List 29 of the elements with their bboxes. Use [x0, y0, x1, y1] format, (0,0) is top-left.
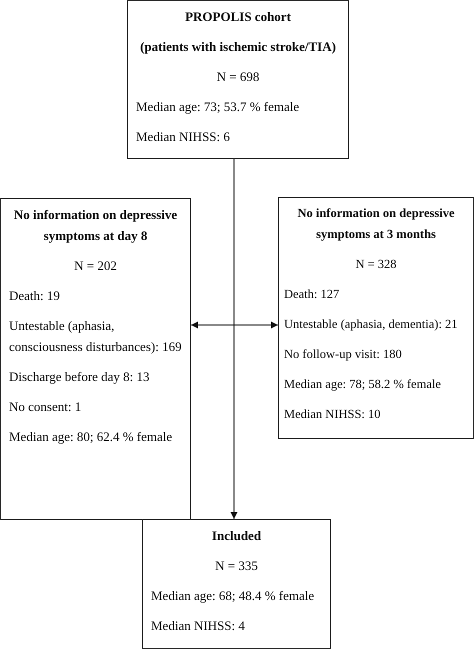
- box-text: N = 202: [73, 257, 118, 275]
- box-text: Untestable (aphasia, dementia): 21: [284, 316, 459, 333]
- box-heading: Included: [210, 527, 262, 545]
- box-text: No follow-up visit: 180: [284, 346, 403, 363]
- flowchart-box: [0, 198, 191, 520]
- box-heading: No information on depressive symptoms at day 8: [12, 206, 178, 245]
- arrow: [230, 158, 238, 520]
- box-text: Death: 19: [9, 287, 61, 305]
- box-text: Median NIHSS: 6: [136, 128, 231, 146]
- box-text: N = 698: [216, 68, 260, 86]
- box-text: Median age: 73; 53.7 % female: [136, 98, 300, 116]
- box-text: N = 335: [214, 557, 259, 575]
- box-text: Death: 127: [284, 286, 340, 303]
- box-text: Median age: 80; 62.4 % female: [9, 428, 174, 446]
- box-text: Median age: 78; 58.2 % female: [284, 376, 442, 393]
- box-text: Discharge before day 8: 13: [9, 368, 151, 386]
- box-text: Untestable (aphasia, consciousness disturbances): 169: [9, 317, 182, 356]
- flowchart-box: [142, 519, 331, 649]
- arrow: [190, 322, 278, 328]
- flowchart-box: [278, 197, 474, 439]
- box-text: N = 328: [354, 256, 398, 273]
- box-text: Median NIHSS: 4: [151, 617, 246, 635]
- flowchart-box: [127, 0, 349, 159]
- box-text: Median NIHSS: 10: [284, 406, 382, 423]
- box-text: Median age: 68; 48.4 % female: [151, 587, 316, 605]
- box-text: No consent: 1: [9, 398, 82, 416]
- box-heading: (patients with ischemic stroke/TIA): [139, 38, 337, 56]
- box-heading: No information on depressive symptoms at 3 months: [296, 205, 456, 243]
- box-heading: PROPOLIS cohort: [184, 8, 292, 26]
